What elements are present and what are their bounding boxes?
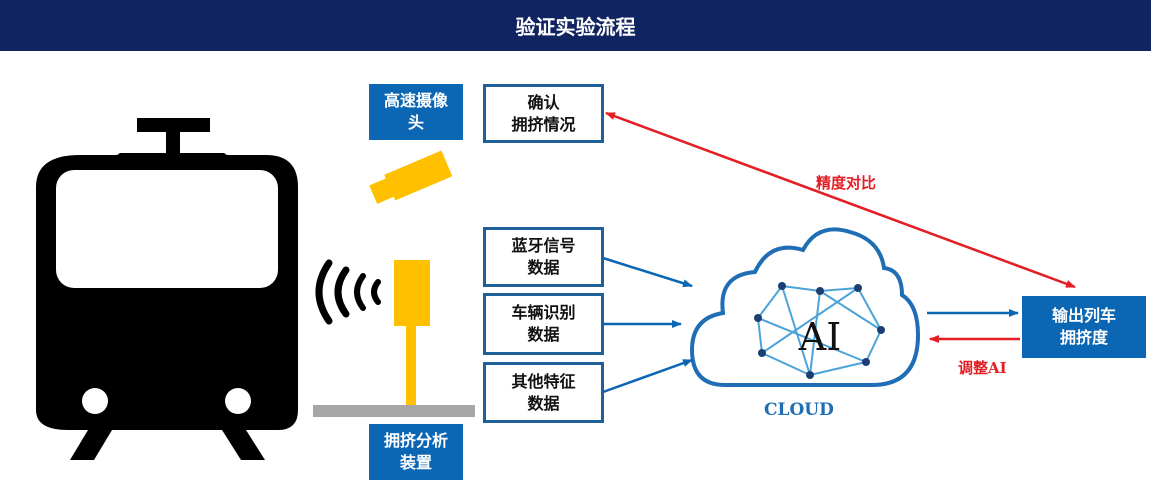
- accuracy-compare-arrow: [605, 111, 1076, 289]
- other-feature-data-label: 其他特征 数据: [511, 371, 576, 413]
- output-crowding-box: 输出列车 拥挤度: [1022, 296, 1146, 358]
- adjust-ai-label: 调整AI: [958, 359, 1007, 377]
- cloud-ai-text: AI: [798, 315, 841, 359]
- arrow-bluetooth-to-cloud: [602, 256, 693, 288]
- other-feature-data-box: 其他特征 数据: [483, 362, 604, 423]
- confirm-crowding-box: 确认 拥挤情况: [483, 84, 604, 143]
- camera-label: 高速摄像 头: [383, 91, 448, 132]
- camera-label-box: 高速摄像 头: [369, 84, 463, 140]
- train-icon: [36, 118, 298, 460]
- vehicle-id-data-label: 车辆识别 数据: [511, 303, 576, 344]
- analysis-device-label: 拥挤分析 装置: [383, 431, 448, 472]
- bluetooth-data-box: 蓝牙信号 数据: [483, 227, 604, 287]
- camera-icon: [369, 150, 453, 204]
- wireless-signal-icon: [315, 259, 381, 325]
- analysis-device-label-box: 拥挤分析 装置: [369, 424, 463, 480]
- analysis-device-icon: [313, 260, 475, 417]
- output-crowding-label: 输出列车 拥挤度: [1051, 306, 1116, 347]
- page-title: 验证实验流程: [0, 0, 1151, 51]
- vehicle-id-data-box: 车辆识别 数据: [483, 293, 604, 355]
- cloud-icon: AI: [689, 227, 921, 387]
- bluetooth-data-label: 蓝牙信号 数据: [511, 236, 576, 277]
- arrow-other-to-cloud: [602, 358, 693, 394]
- cloud-caption: CLOUD: [764, 400, 834, 420]
- confirm-crowding-label: 确认 拥挤情况: [511, 92, 576, 134]
- accuracy-compare-label: 精度对比: [816, 174, 877, 192]
